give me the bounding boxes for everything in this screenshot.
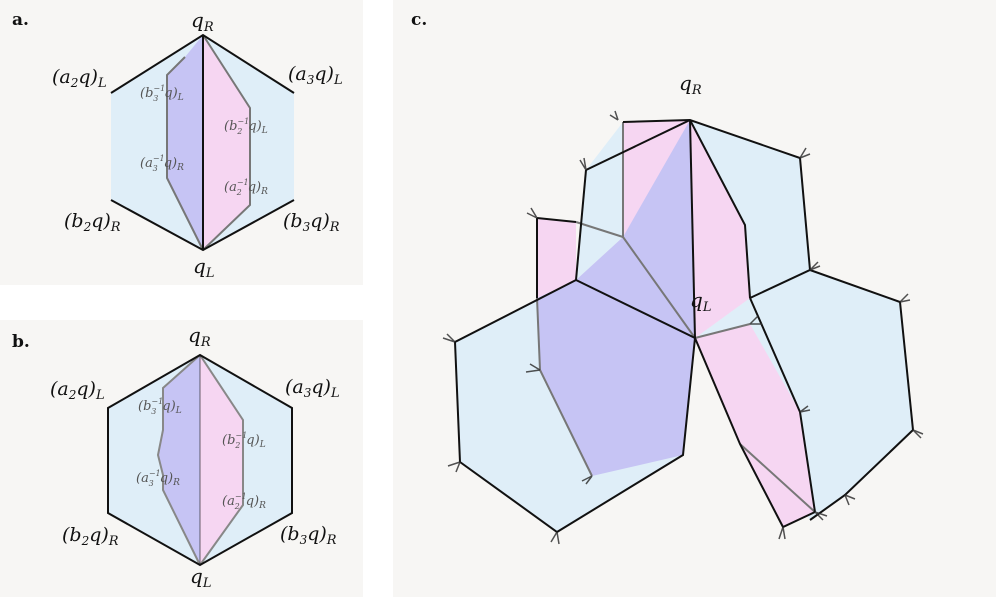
inner-line-5 [575, 221, 624, 238]
pink-region-center [690, 120, 750, 338]
label-b2qR: (b2q)R [62, 524, 119, 549]
pink-region-lower [695, 324, 815, 527]
panel-a-label: a. [12, 10, 29, 30]
blue-region-lower [537, 280, 695, 476]
label-a2qL: (a2q)L [50, 378, 105, 403]
inner-left-boundary [156, 354, 201, 566]
panel-b: b. qR qL (a2q)L (a3q)L (b2q)R (b3q)R (b−… [0, 320, 363, 597]
blue-region-upper [576, 120, 695, 338]
pink-region [200, 355, 243, 565]
blue-region [167, 35, 203, 250]
pink-region [203, 35, 250, 250]
vertex-ticks [442, 110, 924, 545]
label-a3qL: (a3q)L [285, 376, 340, 401]
label-qR: qR [679, 71, 702, 98]
panel-b-label: b. [12, 332, 30, 352]
panel-c-diagram: qR qL [442, 71, 924, 545]
label-qL: qL [190, 564, 211, 591]
label-qR: qR [188, 323, 211, 350]
label-b3qR: (b3q)R [280, 523, 337, 548]
blue-region [158, 355, 200, 565]
panel-c-label: c. [411, 10, 428, 30]
inner-right-boundary [199, 354, 244, 566]
label-b2qR: (b2q)R [64, 210, 121, 235]
panel-a: a. qR qL (a2q)L (a3q)L (b2q)R (b3q)R (b−… [0, 0, 363, 285]
inner-right-boundary [202, 34, 251, 251]
label-qL: qL [193, 254, 214, 281]
pink-region-top [623, 120, 690, 237]
label-b3qR: (b3q)R [283, 210, 340, 235]
label-qR: qR [191, 8, 214, 35]
label-a3qL: (a3q)L [288, 63, 343, 88]
label-a2qL: (a2q)L [52, 66, 107, 91]
panel-c: c. [393, 0, 996, 597]
inner-line-4 [694, 323, 751, 339]
inner-line-3 [739, 443, 816, 513]
hexagon-outline [107, 353, 293, 567]
inner-left-boundary [166, 56, 204, 251]
pink-region-left [537, 218, 576, 298]
